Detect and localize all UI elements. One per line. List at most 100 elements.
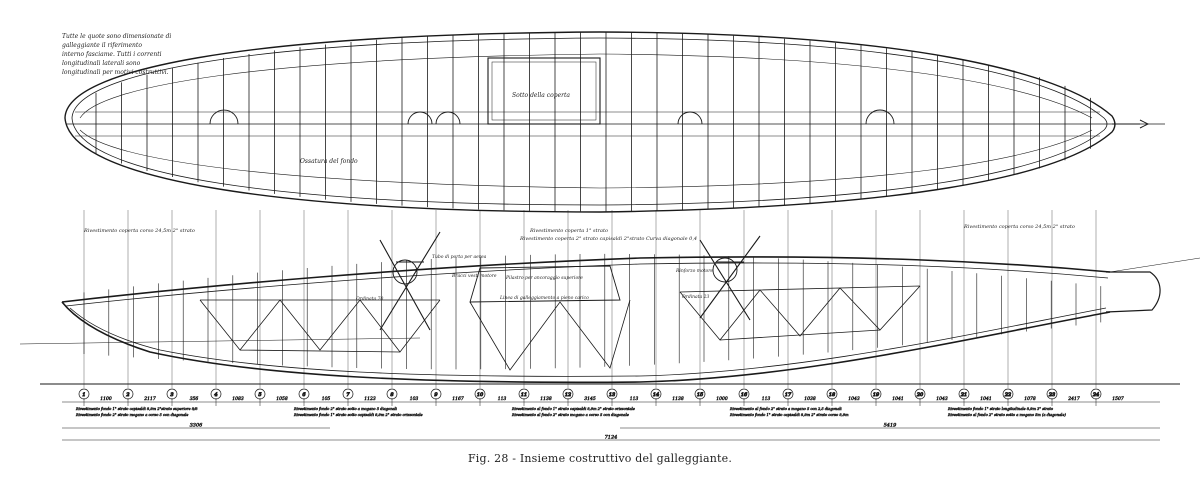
dim-label: 1058 [276, 396, 288, 402]
cabin-outline [469, 265, 621, 303]
note-line: Tutte le quote sono dimensionate di gall… [62, 33, 172, 49]
station-number: 17 [785, 392, 792, 398]
left-deck-label: Rivestimento coperta corso 24,5m 2° stra… [83, 228, 195, 234]
dim-label: 1167 [452, 396, 464, 402]
station-number: 13 [609, 392, 615, 398]
station-number: 18 [829, 392, 835, 398]
note-line: longitudinali per motivi costruttivi. [62, 69, 169, 76]
station-number: 22 [1004, 392, 1011, 398]
center-label-a: Tubo di porta per aerea [432, 254, 487, 260]
figure-caption: Fig. 28 - Insieme costruttivo del galleg… [467, 452, 733, 465]
dim-label: 113 [762, 396, 771, 402]
station-number: 3 [170, 392, 173, 398]
station-number: 15 [697, 392, 703, 398]
center-label-b: Bracci vesti motore [451, 273, 497, 279]
bottom-note: Rivestimento al fondo 2° strato a mogano… [729, 407, 842, 411]
right-deck-label: Rivestimento coperta corso 24,5m 2° stra… [963, 224, 1075, 230]
deck-hatch-inner [491, 61, 597, 121]
truss-center [469, 299, 631, 371]
center-label-c: Pilastro per ancoraggio superiore [505, 275, 583, 281]
bottom-note: Rivestimento fondo 2° strato sotto a mog… [293, 407, 397, 411]
general-note: Tutte le quote sono dimensionate di gall… [62, 32, 182, 77]
station-number: 20 [916, 392, 924, 398]
dim-label: 113 [498, 396, 507, 402]
station-number: 6 [302, 392, 306, 398]
note-line: interno fasciame. Tutti i correnti longi… [62, 51, 162, 67]
dim-label: 113 [630, 396, 639, 402]
bottom-note: Rivestimento al fondo 2° strato sotto a … [947, 413, 1066, 417]
station-number: 21 [960, 392, 967, 398]
bottom-note: Rivestimento fondo 1° strato capisaldi 8… [729, 413, 849, 417]
section-deck-line [61, 256, 1111, 303]
deck-hatch [487, 57, 601, 125]
dim-label: 356 [190, 396, 199, 402]
total-dim-label: 3306 [190, 423, 204, 429]
dim-label: 2417 [1067, 396, 1080, 402]
station-number: 5 [258, 392, 261, 398]
dim-label: 1138 [672, 396, 684, 402]
dim-label: 1083 [232, 396, 244, 402]
dim-label: 1043 [848, 396, 860, 402]
bottom-note: Rivestimento fondo 1° strato longitudina… [947, 407, 1054, 411]
dim-label: 1041 [892, 396, 903, 402]
center-label-d: Linea di galleggiamento a pieno carico [499, 295, 589, 301]
engine-mount-circle [712, 257, 738, 283]
station-number: 24 [1092, 392, 1099, 398]
upper-long-label: Rivestimento coperta 1° strato [529, 228, 608, 234]
mast-right [699, 235, 761, 321]
dimension-rows: 1100 2117 356 1083 1058 105 1123 103 1167 113 1138… [62, 396, 1160, 441]
station-number: 12 [565, 392, 571, 398]
section-extension [1109, 257, 1200, 273]
dim-label: 2117 [143, 396, 156, 402]
station-number: 23 [1048, 392, 1055, 398]
engine-mount-circle [392, 259, 418, 285]
plan-keel-line [79, 129, 1093, 189]
dim-label: 1100 [100, 396, 112, 402]
plan-bow-tip [1112, 119, 1150, 129]
dim-label: 1041 [980, 396, 991, 402]
section-bottom-line [69, 307, 1107, 377]
dim-label: 103 [410, 396, 419, 402]
plan-deck-line [79, 53, 1093, 119]
dim-label: 105 [322, 396, 331, 402]
stern-fairing [1105, 271, 1161, 313]
plan-hatch-arc [435, 111, 461, 125]
station-number: 10 [477, 392, 484, 398]
dim-label: 1507 [1112, 396, 1124, 402]
station-number: 1 [82, 392, 85, 398]
plan-frames [95, 32, 1091, 212]
station-right-label: Ordinata 23 [682, 294, 710, 300]
dim-label: 3145 [584, 396, 596, 402]
bottom-note: Rivestimento fondo 1° strato capisaldi 8… [75, 407, 198, 411]
plan-label-bottom: Ossatura del fondo [300, 158, 358, 165]
upper-long-label-2: Rivestimento coperta 2° strato capisaldi… [519, 236, 697, 242]
station-left-label: Ordinata 70 [356, 296, 384, 302]
section-deck-line-2 [65, 262, 1109, 307]
dim-label: 1038 [804, 396, 816, 402]
plan-hatch-arc [865, 109, 895, 125]
station-number: 16 [741, 392, 748, 398]
plan-view [64, 31, 1165, 213]
station-number: 9 [434, 392, 438, 398]
section-frames [83, 253, 1102, 370]
station-number: 8 [390, 392, 393, 398]
plan-hatch-arc [209, 109, 239, 125]
station-number: 14 [653, 392, 659, 398]
plan-label-top: Sotto della coperta [512, 92, 570, 99]
bottom-note: Rivestimento al fondo 1° strato capisald… [511, 407, 635, 411]
section-keel-line [61, 301, 1111, 384]
bottom-note: Rivestimento fondo 2° strato mogano a co… [75, 413, 188, 417]
dim-label: 1123 [364, 396, 376, 402]
deck-right-label: Rinforzo motore [675, 268, 713, 274]
station-number: 11 [521, 392, 527, 398]
station-number: 2 [125, 392, 129, 398]
truss-left [199, 299, 441, 353]
truss-right [679, 285, 921, 341]
station-number: 19 [873, 392, 880, 398]
bottom-note: Rivestimento al fondo 2° strato mogano a… [511, 413, 629, 417]
total-dim-label: 5419 [884, 423, 898, 429]
mast-left [379, 231, 441, 331]
plan-hatch-arc [677, 111, 703, 125]
